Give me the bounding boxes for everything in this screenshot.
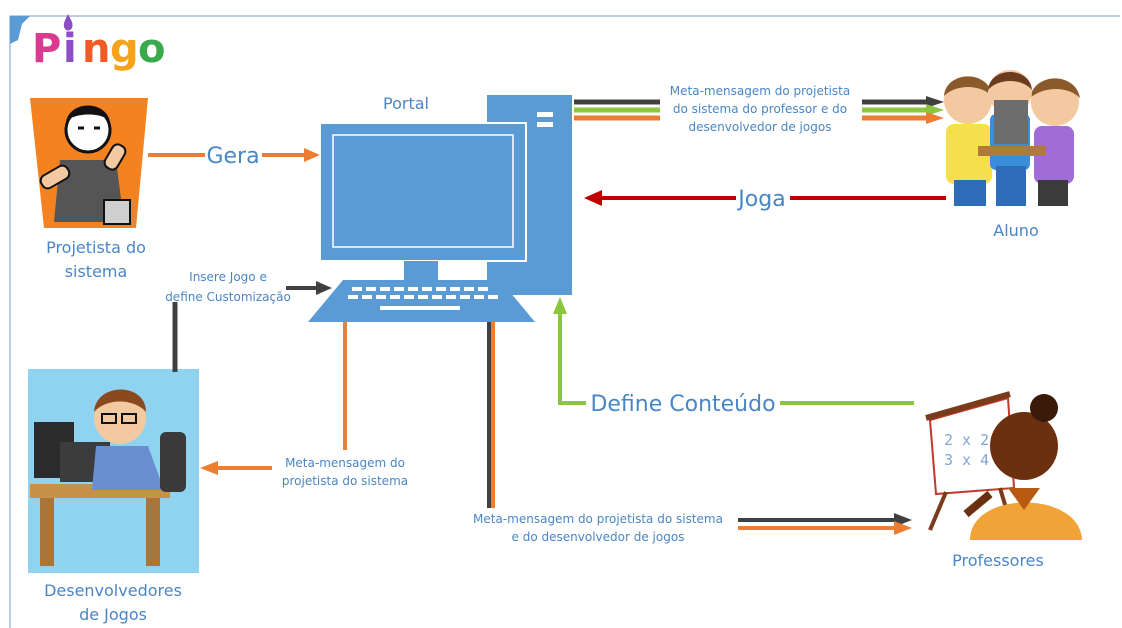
edge-meta-dev-label-1: Meta-mensagem do: [285, 456, 405, 470]
edge-meta-top-label-3: desenvolvedor de jogos: [689, 120, 832, 134]
frame-border: [9, 15, 1120, 628]
svg-text:3 x 4: 3 x 4: [944, 451, 989, 469]
corner-flag-icon: [10, 16, 30, 44]
logo-letter-3: n: [82, 26, 110, 72]
designer-icon: [30, 98, 148, 228]
edge-joga-label: Joga: [736, 187, 785, 212]
portal-computer-icon: [308, 95, 572, 322]
edge-meta-dev: [200, 322, 347, 475]
teacher-icon: 2 x 2 3 x 4: [925, 391, 1082, 540]
pingo-logo: P i n g o: [32, 14, 165, 72]
edge-meta-dev-label-2: projetista do sistema: [282, 474, 408, 488]
edge-meta-teachers-label-2: e do desenvolvedor de jogos: [512, 530, 685, 544]
edge-insere-label-1: Insere Jogo e: [189, 270, 267, 284]
teachers-label: Professores: [952, 551, 1044, 570]
edge-gera-label: Gera: [206, 144, 259, 169]
edge-insere: [172, 281, 332, 372]
logo-letter-1: P: [32, 26, 61, 72]
edge-gera: [148, 148, 320, 162]
edge-meta-top-label-2: do sistema do professor e do: [673, 102, 847, 116]
edge-joga: [584, 190, 946, 206]
developers-label-line2: de Jogos: [79, 605, 147, 624]
edge-meta-teachers: [487, 322, 912, 535]
designer-label-line2: sistema: [65, 262, 128, 281]
developer-icon: [28, 369, 199, 573]
logo-letter-4: g: [110, 26, 139, 72]
edge-meta-top: [574, 96, 944, 124]
edge-define-conteudo-label: Define Conteúdo: [590, 392, 775, 417]
svg-text:2 x 2: 2 x 2: [944, 431, 989, 449]
logo-drop-icon: [63, 14, 73, 31]
logo-letter-2: i: [63, 26, 77, 72]
edge-meta-top-label-1: Meta-mensagem do projetista: [670, 84, 850, 98]
students-icon: [944, 70, 1080, 206]
edge-define-conteudo: [553, 297, 914, 405]
edge-meta-teachers-label-1: Meta-mensagem do projetista do sistema: [473, 512, 723, 526]
logo-letter-5: o: [138, 26, 165, 72]
edge-insere-label-2: define Customização: [165, 290, 291, 304]
portal-label: Portal: [383, 94, 429, 113]
student-label: Aluno: [993, 221, 1038, 240]
developers-label-line1: Desenvolvedores: [44, 581, 182, 600]
designer-label-line1: Projetista do: [46, 238, 146, 257]
